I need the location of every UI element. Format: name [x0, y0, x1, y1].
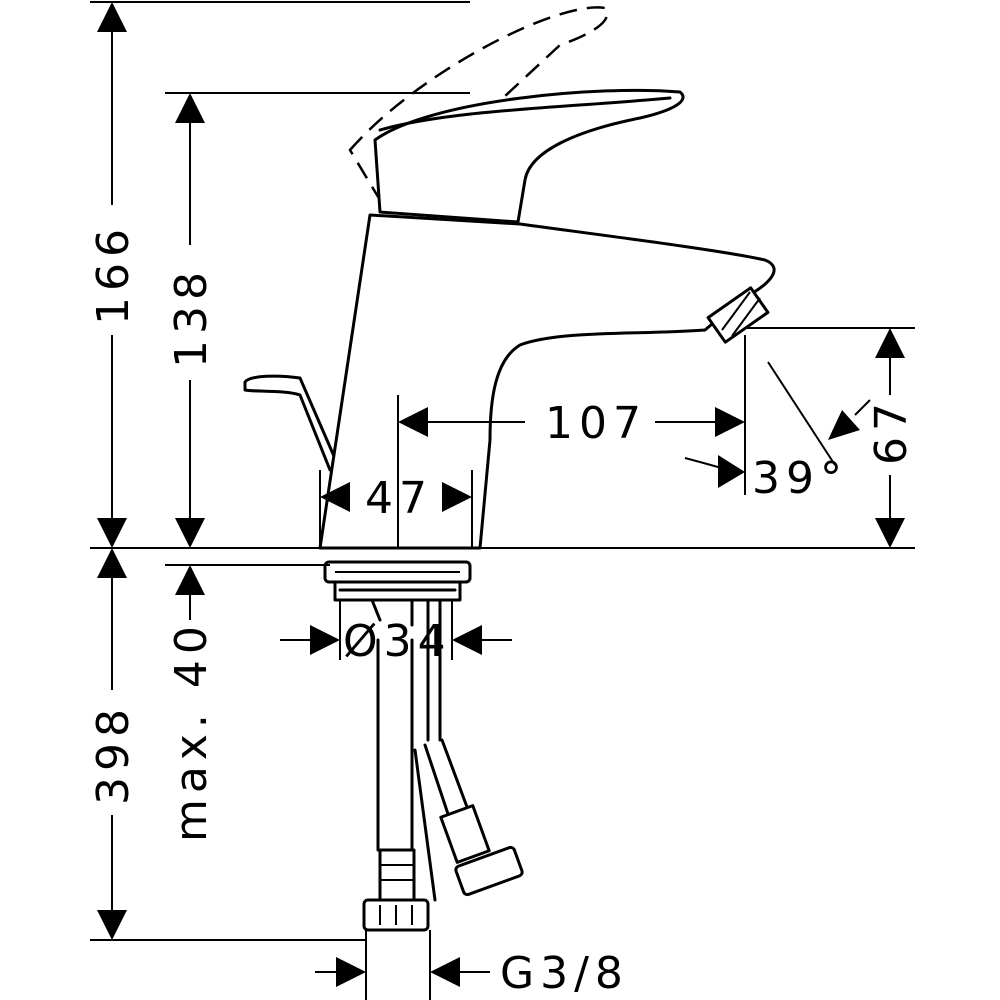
supply-hose-right: [413, 738, 524, 902]
faucet-body: [318, 213, 776, 550]
label-body-height: 138: [166, 266, 217, 368]
handle-edge: [378, 96, 672, 132]
label-max-thickness: max. 40: [166, 620, 217, 842]
label-hole-diameter: Ø34: [343, 616, 452, 667]
faucet-outline: [243, 6, 776, 932]
pop-up-lever: [243, 374, 342, 472]
supply-hose-left: [362, 638, 430, 932]
dimension-lines: [90, 1, 915, 1000]
label-body-width: 47: [365, 473, 433, 524]
label-connection: G3/8: [500, 948, 629, 999]
label-hose-length: 398: [88, 703, 139, 805]
dimension-labels: 166 138 398 max. 40 67 107 47 39° Ø34 G3…: [88, 223, 917, 999]
handle-open-position: [348, 6, 609, 217]
mounting-base: [323, 560, 472, 602]
label-spout-height: 67: [866, 397, 917, 465]
handle-lever: [373, 88, 685, 224]
threaded-shank: [370, 598, 442, 742]
label-total-height: 166: [88, 223, 139, 325]
label-spout-reach: 107: [545, 398, 647, 449]
label-spray-angle: 39°: [752, 453, 848, 504]
aerator: [706, 286, 770, 344]
